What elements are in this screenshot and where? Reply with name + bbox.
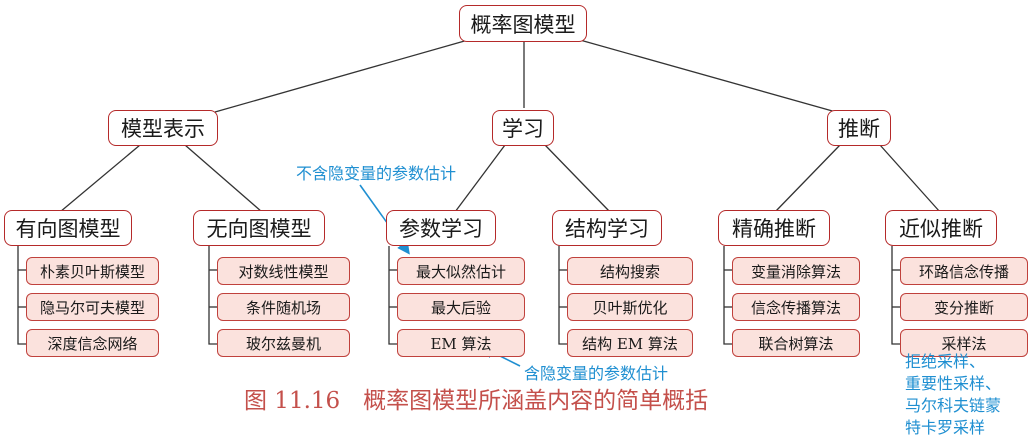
leaf-loopy-bp: 环路信念传播	[900, 257, 1028, 285]
leaf-hmm: 隐马尔可夫模型	[26, 293, 159, 321]
leaf-belief-propagation: 信念传播算法	[732, 293, 860, 321]
group-directed: 有向图模型	[4, 210, 132, 246]
leaf-mle: 最大似然估计	[397, 257, 525, 285]
leaf-loglinear: 对数线性模型	[217, 257, 350, 285]
group-approx-inference: 近似推断	[885, 210, 997, 246]
annotation-with-hidden: 含隐变量的参数估计	[524, 364, 669, 383]
leaf-map: 最大后验	[397, 293, 525, 321]
leaf-naive-bayes: 朴素贝叶斯模型	[26, 257, 159, 285]
leaf-dbn: 深度信念网络	[26, 329, 159, 357]
figure-caption: 图 11.16 概率图模型所涵盖内容的简单概括	[244, 388, 709, 414]
sampling-line-3: 马尔科夫链蒙	[905, 396, 1002, 415]
leaf-variable-elimination: 变量消除算法	[732, 257, 860, 285]
category-representation: 模型表示	[108, 110, 218, 146]
leaf-boltzmann: 玻尔兹曼机	[217, 329, 350, 357]
annotation-no-hidden: 不含隐变量的参数估计	[296, 164, 457, 183]
leaf-crf: 条件随机场	[217, 293, 350, 321]
group-structure-learning: 结构学习	[552, 210, 662, 246]
leaf-sampling: 采样法	[900, 329, 1028, 357]
sampling-line-2: 重要性采样、	[905, 374, 1002, 393]
group-param-learning: 参数学习	[386, 210, 496, 246]
sampling-line-4: 特卡罗采样	[905, 418, 986, 437]
category-learning: 学习	[492, 110, 554, 146]
leaf-variational: 变分推断	[900, 293, 1028, 321]
group-undirected: 无向图模型	[193, 210, 325, 246]
leaf-bayes-opt: 贝叶斯优化	[567, 293, 693, 321]
root-node: 概率图模型	[459, 5, 587, 42]
category-inference: 推断	[827, 110, 891, 146]
leaf-structure-search: 结构搜索	[567, 257, 693, 285]
sampling-line-1: 拒绝采样、	[905, 352, 986, 371]
leaf-structure-em: 结构 EM 算法	[567, 329, 693, 357]
annotation-sampling: 拒绝采样、 重要性采样、 马尔科夫链蒙 特卡罗采样	[905, 351, 1001, 439]
leaf-em: EM 算法	[397, 329, 525, 357]
group-exact-inference: 精确推断	[718, 210, 830, 246]
leaf-junction-tree: 联合树算法	[732, 329, 860, 357]
